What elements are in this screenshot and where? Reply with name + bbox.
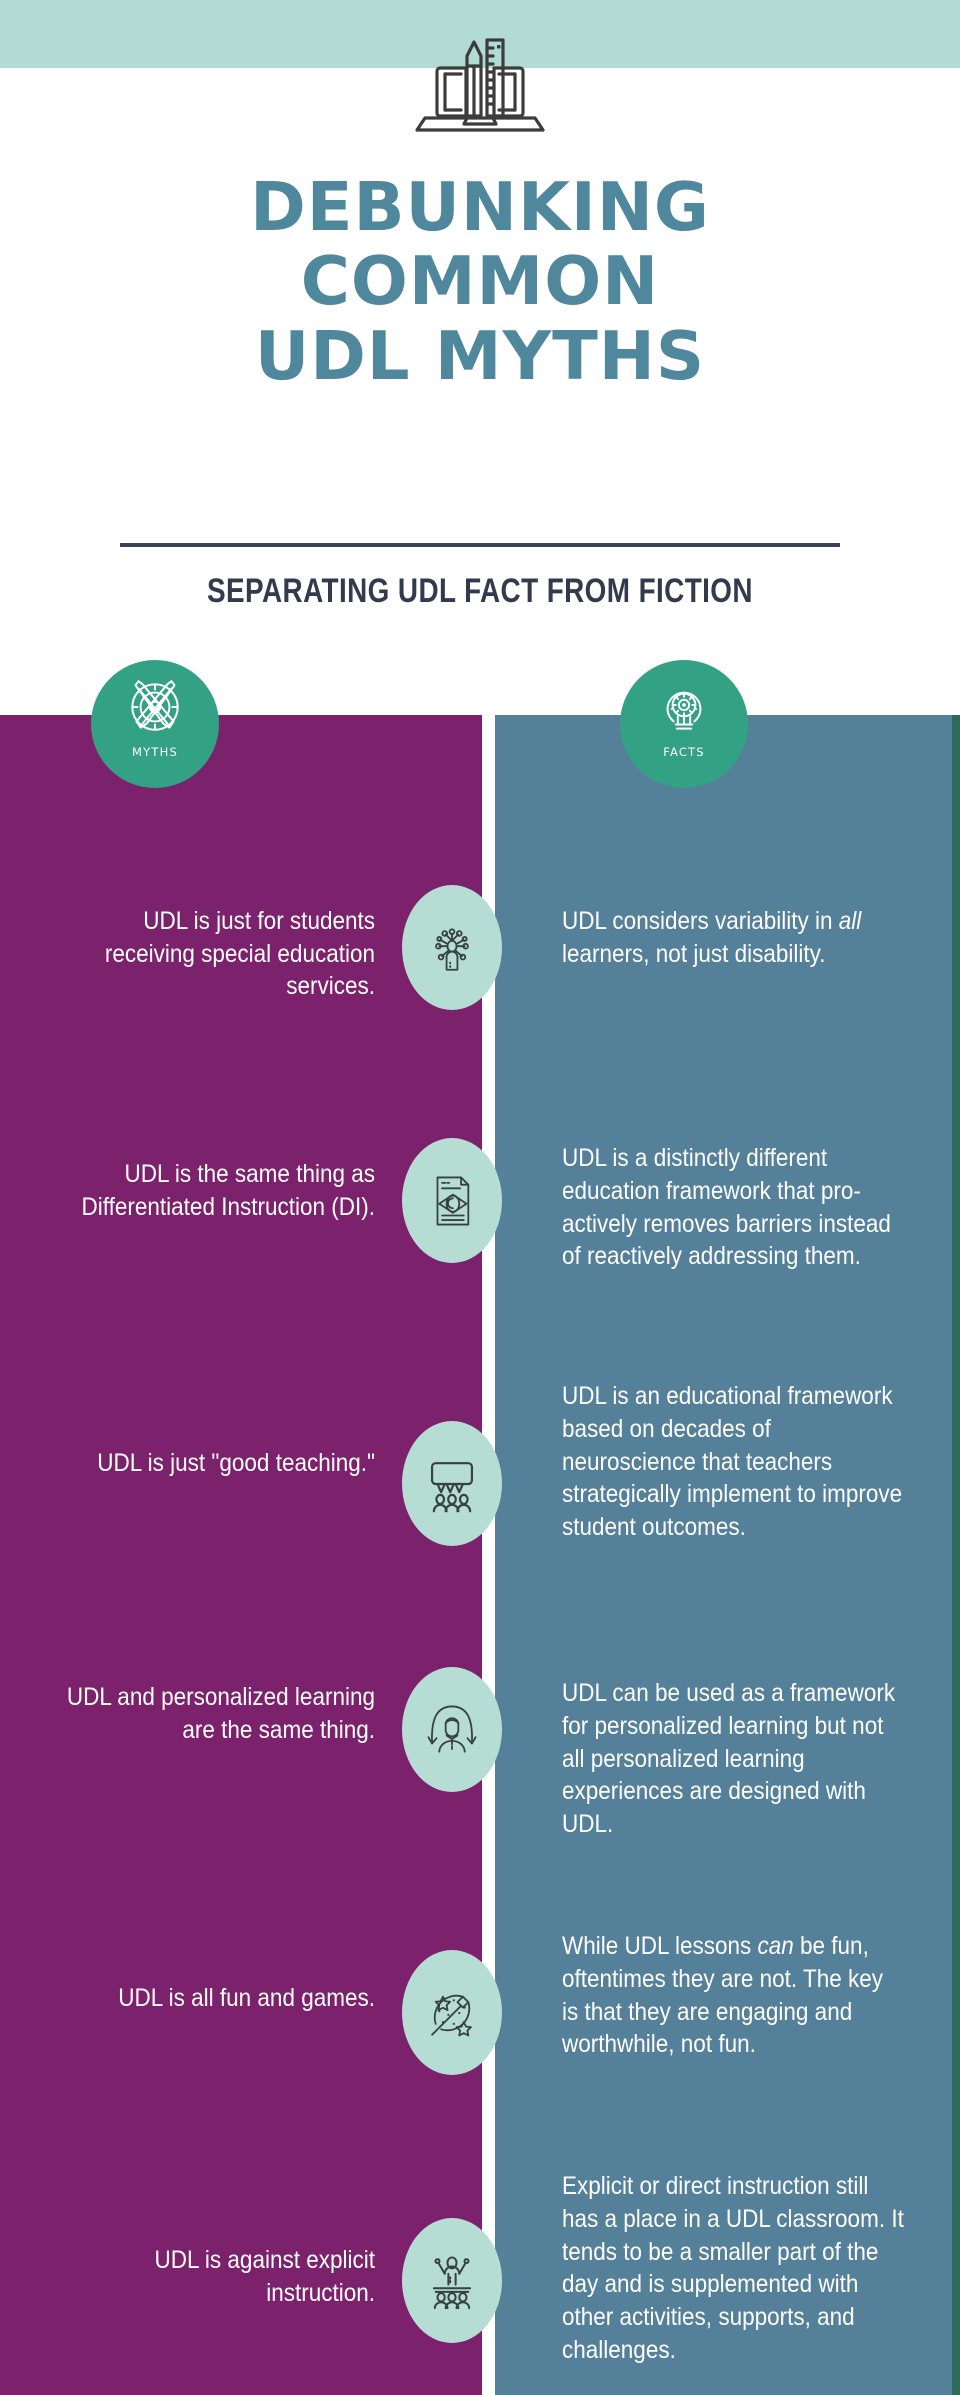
myth-text: UDL is the same thing as Differentiated …	[81, 1160, 376, 1221]
myths-column-panel	[0, 715, 482, 2395]
fact-text: UDL is an educational framework based on…	[562, 1382, 903, 1541]
crossed-swords-shield-icon	[122, 674, 188, 740]
fact-text: UDL considers variability in all learner…	[562, 907, 862, 968]
myths-column-badge: MYTHS	[91, 660, 219, 788]
teacher-students-icon	[402, 2218, 502, 2343]
myth-text: UDL is all fun and games.	[118, 1984, 375, 2012]
myth-text: UDL is against explicit instruction.	[154, 2246, 375, 2307]
myths-badge-label: MYTHS	[132, 745, 178, 759]
page-subtitle: SEPARATING UDL FACT FROM FICTION	[207, 572, 753, 610]
fact-text: UDL is a distinctly different education …	[562, 1144, 891, 1271]
title-line-1: DEBUNKING	[250, 168, 710, 246]
document-eye-icon	[402, 1138, 502, 1263]
title-line-3: UDL MYTHS	[254, 316, 706, 395]
brain-network-person-icon	[402, 885, 502, 1010]
myth-text: UDL is just "good teaching."	[97, 1449, 375, 1477]
right-edge-stripe	[952, 715, 960, 2395]
whiteboard-students-icon	[402, 1421, 502, 1546]
fact-text: UDL can be used as a framework for perso…	[562, 1679, 896, 1838]
books-pencil-ruler-icon	[405, 18, 555, 138]
title-line-2: COMMON	[300, 242, 660, 321]
facts-column-panel	[495, 715, 960, 2395]
fact-text: While UDL lessons can be fun, oftentimes…	[562, 1932, 884, 2059]
title-divider	[120, 543, 840, 547]
lightbulb-gear-icon	[651, 674, 717, 740]
facts-column-badge: FACTS	[620, 660, 748, 788]
myth-text: UDL and personalized learning are the sa…	[66, 1683, 376, 1744]
person-refresh-cycle-icon	[402, 1667, 502, 1792]
page-title: DEBUNKING COMMON UDL MYTHS	[0, 170, 960, 393]
myth-text: UDL is just for students receiving speci…	[104, 907, 376, 1000]
facts-badge-label: FACTS	[663, 745, 705, 759]
magic-wand-stars-icon	[402, 1950, 502, 2075]
fact-text: Explicit or direct instruction still has…	[562, 2172, 904, 2364]
